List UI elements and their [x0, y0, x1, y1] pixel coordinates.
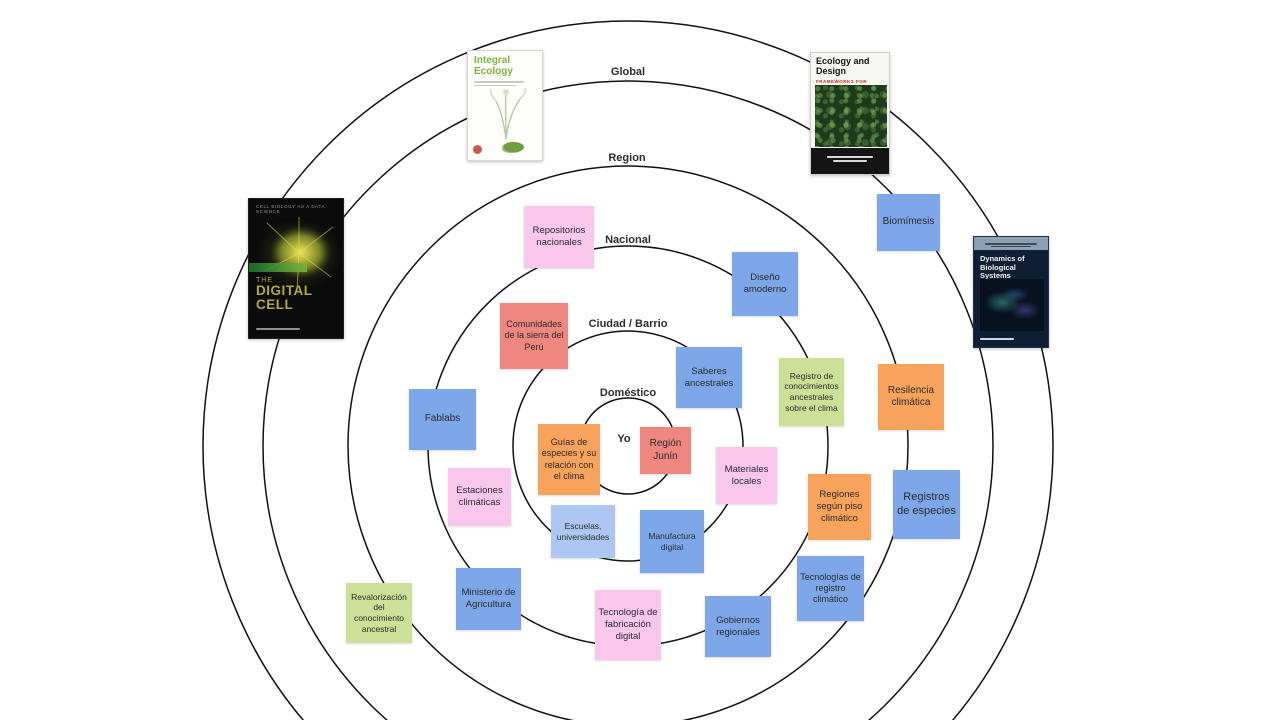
frog-illustration	[504, 142, 524, 152]
sticky-note-tecnologias-de-registro-climatico[interactable]: Tecnologías de registro climático	[797, 556, 864, 621]
level-label-yo: Yo	[617, 433, 631, 445]
level-label-global: Global	[610, 66, 646, 78]
author-band-placeholder	[811, 148, 889, 174]
sticky-note-manufactura-digital[interactable]: Manufactura digital	[640, 510, 704, 573]
sticky-note-guias-de-especies-clima[interactable]: Guías de especies y su relación con el c…	[538, 424, 600, 495]
sticky-note-ministerio-de-agricultura[interactable]: Ministerio de Agricultura	[456, 568, 521, 630]
sticky-note-comunidades-sierra-peru[interactable]: Comunidades de la sierra del Perú	[500, 303, 568, 369]
book-cover-ecology-and-design[interactable]: Ecology and Design FRAMEWORKS FOR LEARNI…	[810, 52, 890, 175]
sticky-note-resilencia-climatica[interactable]: Resilencia climática	[878, 364, 944, 430]
green-microscopy-band	[249, 263, 307, 272]
book-cover-dynamics-of-biological-systems[interactable]: Dynamics of Biological Systems	[973, 236, 1049, 348]
book-subtitle-placeholder	[474, 81, 526, 86]
level-label-region: Region	[608, 152, 646, 164]
ring-circle	[262, 80, 994, 720]
sticky-note-regiones-segun-piso-climatico[interactable]: Regiones según piso climático	[808, 474, 871, 540]
sticky-note-estaciones-climaticas[interactable]: Estaciones climáticas	[448, 468, 511, 526]
sticky-note-revalorizacion-conocimiento-ancestral[interactable]: Revalorización del conocimiento ancestra…	[346, 583, 412, 643]
sticky-note-saberes-ancestrales[interactable]: Saberes ancestrales	[676, 347, 742, 408]
series-band-placeholder	[974, 237, 1048, 250]
book-cover-the-digital-cell[interactable]: CELL BIOLOGY AS A DATA SCIENCE THE DIGIT…	[248, 198, 344, 339]
level-label-dom-stico: Doméstico	[599, 387, 657, 399]
sticky-note-registro-conocimientos-ancestrales-clima[interactable]: Registro de conocimientos ancestrales so…	[779, 358, 844, 426]
sticky-note-gobiernos-regionales[interactable]: Gobiernos regionales	[705, 596, 771, 657]
book-cover-integral-ecology[interactable]: Integral Ecology	[467, 50, 543, 161]
book-title: Ecology and Design	[816, 56, 870, 76]
book-title: Integral Ecology	[474, 55, 513, 77]
book-title: THE DIGITAL CELL	[256, 277, 313, 312]
sticky-note-biomimesis[interactable]: Biomímesis	[877, 194, 940, 251]
red-flower-illustration	[473, 145, 482, 154]
author-placeholder	[980, 338, 1014, 340]
ring-circle	[512, 330, 744, 562]
sticky-note-fablabs[interactable]: Fablabs	[409, 389, 476, 450]
sticky-note-repositorios-nacionales[interactable]: Repositorios nacionales	[524, 206, 594, 268]
sticky-note-registros-de-especies[interactable]: Registros de especies	[893, 470, 960, 539]
ring-circle	[347, 165, 909, 720]
book-title: Dynamics of Biological Systems	[980, 254, 1025, 281]
sticky-note-escuelas-universidades[interactable]: Escuelas, universidades	[551, 505, 615, 558]
level-label-ciudad-barrio: Ciudad / Barrio	[588, 318, 668, 330]
sticky-note-region-junin[interactable]: Región Junín	[640, 427, 691, 474]
abstract-systems-image	[980, 279, 1044, 331]
ring-circle	[202, 20, 1054, 720]
level-label-nacional: Nacional	[605, 234, 651, 246]
sticky-note-materiales-locales[interactable]: Materiales locales	[716, 447, 777, 504]
author-placeholder	[256, 328, 300, 330]
aerial-landscape-image	[815, 85, 887, 147]
cell-filaments	[264, 217, 334, 292]
sticky-note-diseno-amoderno[interactable]: Diseño amoderno	[732, 252, 798, 316]
plant-illustration	[490, 87, 526, 140]
sticky-note-tecnologia-de-fabricacion-digital[interactable]: Tecnología de fabricación digital	[595, 590, 661, 660]
